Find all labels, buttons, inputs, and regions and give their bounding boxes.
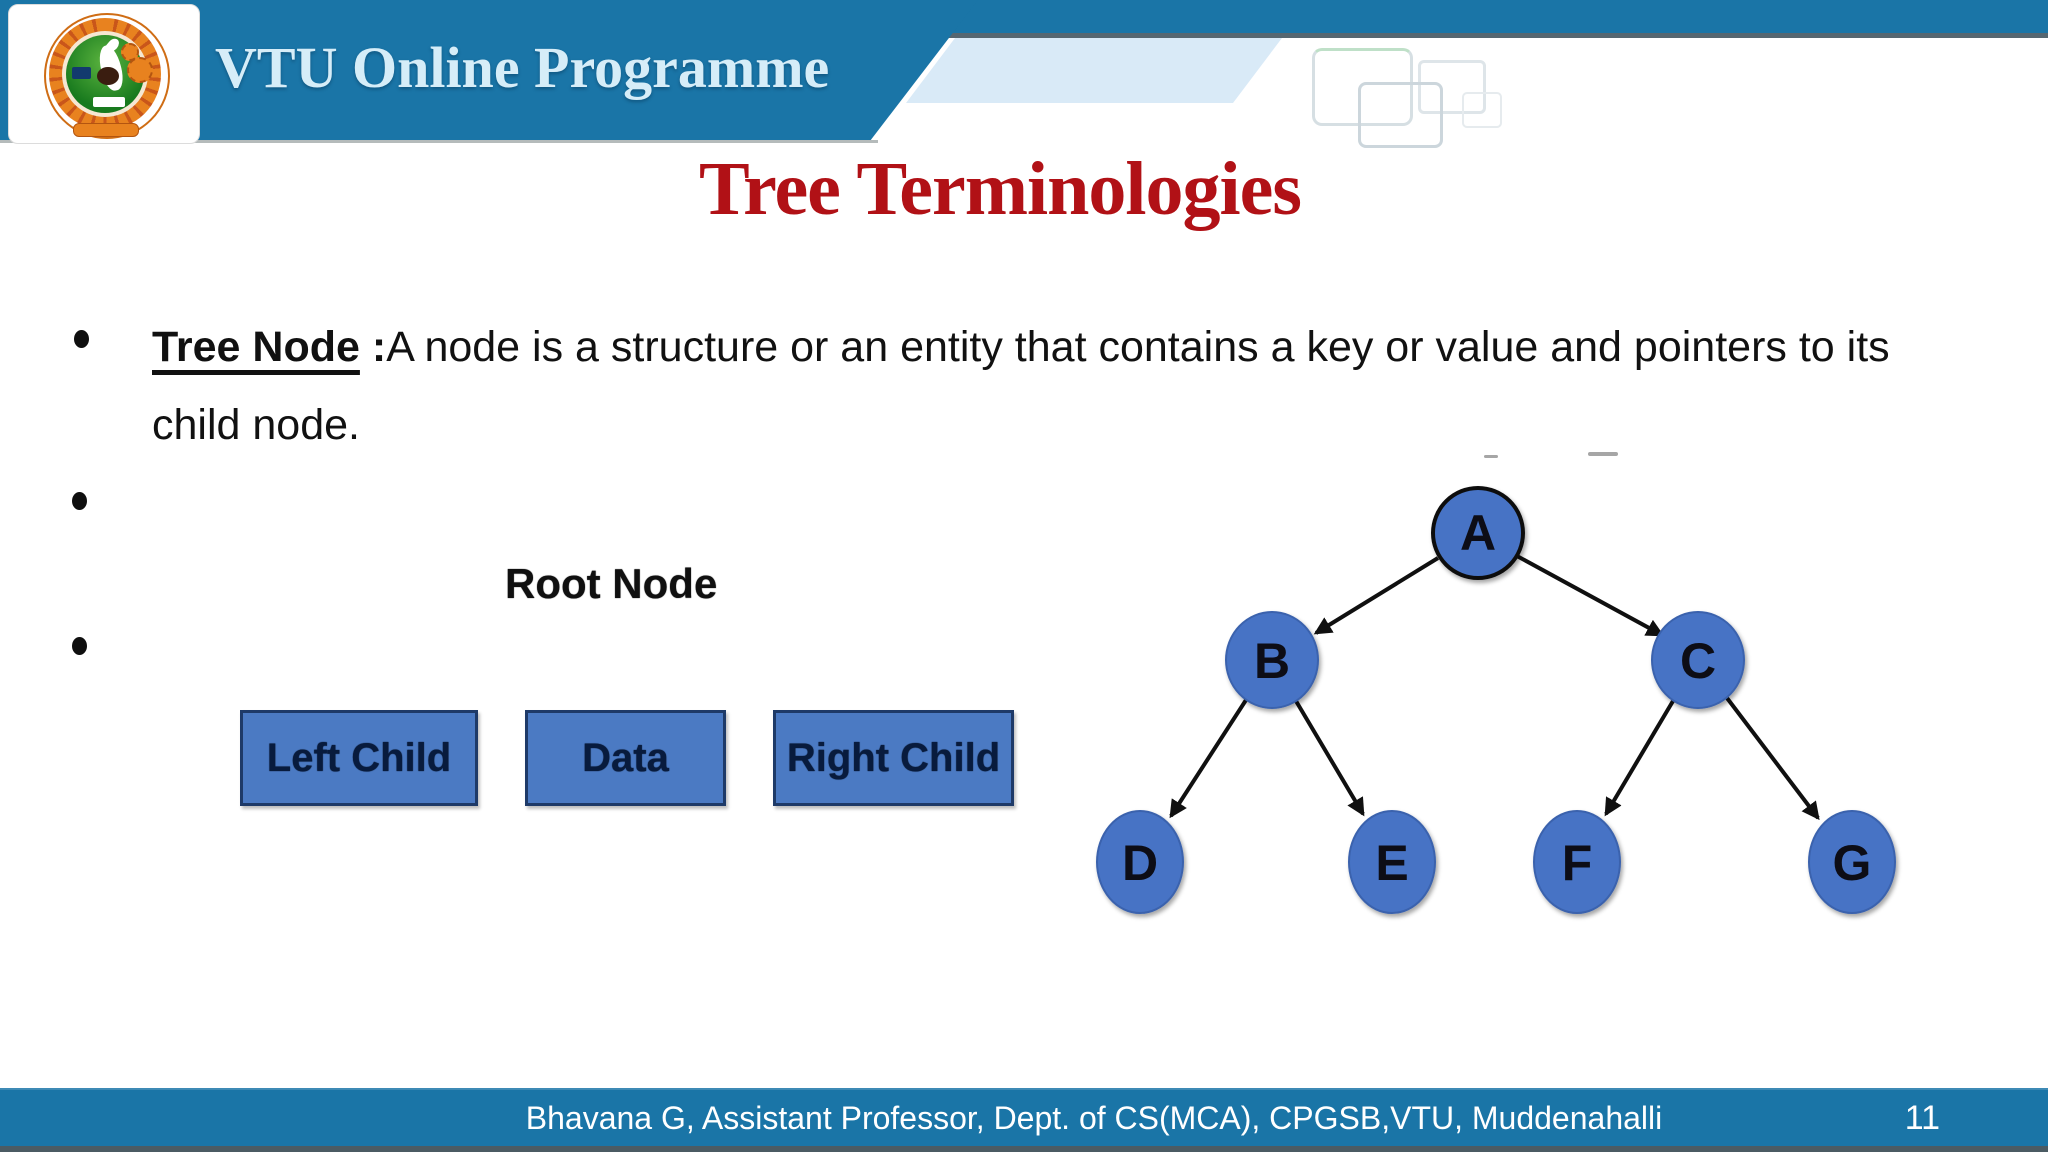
bullet-dot-empty bbox=[72, 637, 87, 655]
tree-node-label: C bbox=[1680, 633, 1716, 689]
tree-node-F: F bbox=[1533, 810, 1621, 914]
edge-C-F bbox=[1604, 699, 1675, 817]
bullet-dot-empty bbox=[72, 492, 87, 510]
tree-node-G: G bbox=[1808, 810, 1896, 914]
edge-A-C bbox=[1516, 554, 1665, 637]
tree-node-label: G bbox=[1833, 835, 1872, 891]
root-node-label: Root Node bbox=[505, 560, 718, 607]
tree-node-label: F bbox=[1562, 835, 1593, 891]
header-light-band bbox=[906, 38, 1282, 103]
tree-node-C: C bbox=[1651, 611, 1745, 709]
logo-scroll-banner bbox=[73, 123, 139, 137]
binary-tree-diagram: A B C D E F G bbox=[1096, 486, 1896, 914]
logo-center-figure bbox=[97, 67, 119, 85]
data-box: Data bbox=[525, 710, 726, 806]
artifact-dash bbox=[1484, 455, 1498, 458]
logo-gear-icon bbox=[127, 57, 153, 83]
header-hairline bbox=[0, 140, 878, 143]
header-top-bar-underline bbox=[895, 33, 2048, 38]
bullet-item-tree-node: Tree Node :A node is a structure or an e… bbox=[62, 308, 1917, 464]
decorative-square-icon bbox=[1312, 48, 1413, 126]
decorative-square-icon bbox=[1462, 92, 1502, 128]
bullet-body-text: A node is a structure or an entity that … bbox=[152, 323, 1890, 449]
tree-node-label: A bbox=[1460, 505, 1496, 561]
bullet-term: Tree Node bbox=[152, 323, 360, 371]
left-child-box: Left Child bbox=[240, 710, 478, 806]
bullet-term-colon: : bbox=[359, 323, 387, 371]
edge-C-G bbox=[1725, 696, 1820, 821]
tree-node-label: D bbox=[1122, 835, 1158, 891]
decorative-square-icon bbox=[1358, 82, 1443, 148]
tree-node-E: E bbox=[1348, 810, 1436, 914]
tree-node-D: D bbox=[1096, 810, 1184, 914]
edge-A-B bbox=[1313, 556, 1440, 635]
tree-node-label: E bbox=[1375, 835, 1408, 891]
brand-title: VTU Online Programme bbox=[215, 35, 830, 100]
logo-gear-icon-small bbox=[121, 43, 139, 61]
logo-book-shape bbox=[72, 67, 91, 79]
tree-node-label: B bbox=[1254, 633, 1290, 689]
right-child-box: Right Child bbox=[773, 710, 1014, 806]
tree-node-B: B bbox=[1225, 611, 1319, 709]
bullet-marker bbox=[62, 308, 152, 464]
footer-bar: Bhavana G, Assistant Professor, Dept. of… bbox=[0, 1088, 2048, 1146]
logo-lamp-base bbox=[93, 97, 125, 107]
page-title: Tree Terminologies bbox=[699, 147, 1302, 231]
slide-bottom-edge bbox=[0, 1146, 2048, 1152]
vtu-logo bbox=[8, 4, 200, 144]
edge-B-D bbox=[1169, 698, 1248, 819]
footer-credit: Bhavana G, Assistant Professor, Dept. of… bbox=[525, 1100, 1663, 1136]
artifact-dash bbox=[1588, 452, 1618, 456]
tree-node-A: A bbox=[1431, 486, 1525, 580]
page-number: 11 bbox=[1904, 1099, 1940, 1137]
bullet-dot bbox=[74, 330, 89, 348]
edge-B-E bbox=[1294, 699, 1365, 817]
bullet-text: Tree Node :A node is a structure or an e… bbox=[152, 308, 1917, 464]
decorative-square-icon bbox=[1418, 60, 1486, 114]
